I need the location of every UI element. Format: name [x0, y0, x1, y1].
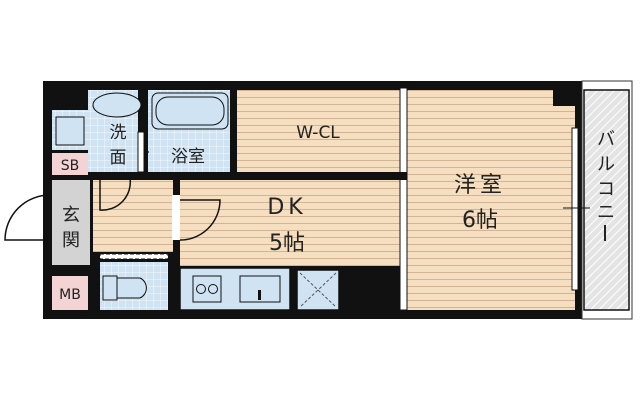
toilet: [102, 275, 147, 301]
kitchen-counter: [179, 267, 291, 311]
balcony: [581, 80, 633, 320]
balcony-char: バ: [597, 129, 615, 150]
entrance-floor: [52, 180, 90, 265]
refrigerator-space: [296, 269, 340, 311]
dk-door[interactable]: [177, 199, 221, 241]
washroom-door[interactable]: [99, 175, 132, 211]
western-room-size: 6帖: [462, 208, 498, 233]
balcony-char: ニ: [597, 202, 615, 223]
balcony-label: バ ル コ ニ: [597, 129, 615, 241]
toilet-shelf: [99, 253, 169, 260]
hallway: [93, 180, 173, 252]
western-room: [407, 90, 575, 310]
balcony-char: ル: [597, 154, 615, 175]
balcony-long-vowel: [604, 225, 606, 241]
entrance-label-2: 関: [62, 230, 80, 251]
meter-box-label: MB: [59, 287, 81, 303]
shoe-box-label: SB: [61, 158, 80, 174]
balcony-window[interactable]: [571, 127, 579, 291]
dk-label: DK: [267, 195, 306, 220]
bathroom-label: 浴室: [171, 147, 205, 167]
washbasin: [92, 92, 142, 118]
walk-in-closet: [237, 90, 400, 172]
sliding-door[interactable]: [399, 87, 408, 311]
western-room-label: 洋室: [454, 173, 506, 198]
balcony-char: コ: [597, 179, 615, 200]
dk-size: 5帖: [269, 231, 305, 256]
bathtub: [151, 92, 229, 130]
washing-machine-pan: [55, 116, 85, 146]
entrance-label-1: 玄: [62, 205, 80, 226]
washroom-label-2: 面: [110, 148, 127, 168]
walk-in-closet-label: W-CL: [296, 123, 340, 143]
entrance-door[interactable]: [4, 194, 51, 241]
washroom-label-1: 洗: [110, 123, 127, 143]
meter-box: [52, 276, 88, 310]
shoe-box: [52, 153, 88, 175]
dining-kitchen: [180, 180, 400, 266]
